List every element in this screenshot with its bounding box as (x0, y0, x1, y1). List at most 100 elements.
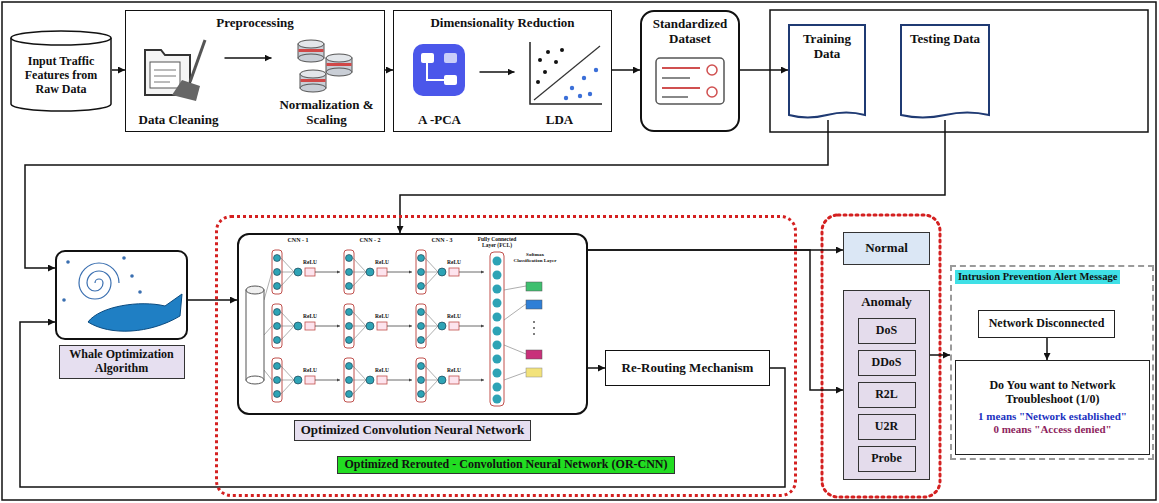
cnn-figure (493, 383, 502, 392)
lda-scatter (534, 46, 600, 100)
cnn-figure (504, 304, 526, 320)
whale-figure (79, 263, 119, 299)
node-label: DoS (876, 324, 897, 338)
lda-scatter (530, 42, 602, 104)
folder-broom-icon (150, 62, 180, 88)
lda-scatter (538, 58, 542, 62)
node-label: Testing Data (910, 32, 980, 47)
layer-label: ReLU (372, 367, 392, 373)
node-label: Input Traffic Features from Raw Data (16, 55, 106, 96)
layer-label: CNN - 2 (354, 237, 386, 244)
flow-arrow (930, 354, 950, 356)
cnn-figure (504, 372, 526, 380)
flow-arrow (225, 57, 272, 59)
layer-label: ReLU (444, 367, 464, 373)
node-label: U2R (875, 420, 898, 434)
cnn-figure (264, 326, 272, 335)
node-label: Standardized Dataset (646, 17, 734, 47)
cnn-figure (264, 370, 272, 380)
pca-icon (444, 53, 457, 63)
cnn-figure (493, 341, 502, 350)
label-holder: ReLU (300, 367, 320, 373)
layer-label: CNN - 3 (426, 237, 458, 244)
cnn-figure (416, 250, 484, 294)
flow-arrow (112, 69, 125, 71)
document-outline (789, 25, 865, 118)
lda-scatter (578, 94, 582, 98)
dataset-icon (707, 87, 717, 97)
optimizer-box: Whale Optimization Algorithm (55, 250, 188, 381)
layer-label: ReLU (300, 367, 320, 373)
flow-arrow (588, 367, 605, 369)
flow-arrow (612, 69, 640, 71)
node-label: Optimized Rerouted - Convolution Neural … (337, 456, 674, 474)
data-store: Input Traffic Features from Raw Data (10, 30, 112, 112)
model-box: Optimized Convolution Neural Network (237, 233, 588, 442)
class-box: R2L (858, 382, 916, 408)
label-holder: Softmax Classification Layer (512, 252, 558, 263)
node-label: Anomaly (861, 295, 912, 310)
node-label: DDoS (871, 356, 901, 370)
flow-arrow (188, 299, 237, 301)
lda-scatter (588, 92, 592, 96)
node-label: Re-Routing Mechanism (622, 361, 754, 376)
cnn-figure (526, 350, 542, 359)
icon-step: Data Cleaning (133, 30, 225, 130)
cnn-figure (533, 321, 535, 323)
alert-box: Do You want to Network Troubleshoot (1/0… (955, 360, 1150, 455)
node-label: 1 means "Network established" (978, 410, 1127, 423)
document-outline (901, 25, 989, 118)
folder-broom-icon (145, 40, 205, 101)
node-label: Normalization & Scaling (272, 98, 382, 128)
alert-box: Network Disconnected (978, 310, 1115, 338)
whale-figure (62, 256, 182, 331)
database-stack (326, 54, 352, 76)
whale-figure (130, 274, 134, 278)
label-holder: ReLU (372, 313, 392, 319)
cnn-figure (493, 313, 502, 322)
flow-arrow (25, 120, 828, 268)
lda-scatter (543, 70, 547, 74)
node-label: Intrusion Prevention Alert Message (955, 270, 1120, 284)
output-region (822, 215, 940, 497)
cnn-figure (264, 272, 272, 300)
label-holder: ReLU (444, 259, 464, 265)
lda-scatter (582, 76, 586, 80)
cnn-figure (493, 327, 502, 336)
cnn-figure (246, 286, 264, 294)
lda-scatter (530, 42, 602, 104)
node-label: Data Cleaning (139, 113, 219, 128)
stage-box: Data CleaningNormalization & ScalingPrep… (125, 10, 385, 132)
label-holder: CNN - 1 (282, 237, 314, 244)
node-label: LDA (546, 113, 573, 128)
node-label: A -PCA (418, 113, 461, 128)
label-holder: Fully Connected Layer (FCL) (474, 236, 520, 248)
icon-step: Normalization & Scaling (272, 40, 382, 130)
lda-scatter (560, 48, 564, 52)
cnn-figure (246, 290, 264, 380)
cnn-figure (493, 369, 502, 378)
whale-figure (62, 298, 66, 302)
flow-arrow (20, 322, 785, 487)
class-group: DoS DDoS R2L U2R Probe Anomaly (843, 290, 930, 480)
stage-box: A -PCALDADimensionality Reduction (393, 10, 612, 132)
label-holder: CNN - 2 (354, 237, 386, 244)
class-box: Probe (858, 446, 916, 472)
node-label: Training Data (792, 32, 862, 62)
cnn-figure (526, 282, 542, 291)
layer-label: CNN - 1 (282, 237, 314, 244)
cnn-figure (493, 285, 502, 294)
cnn-figure (533, 333, 535, 335)
layer-label: ReLU (372, 313, 392, 319)
label-holder: ReLU (444, 367, 464, 373)
label-holder: ReLU (372, 367, 392, 373)
data-document: Training Data (788, 24, 866, 120)
label-holder: CNN - 3 (426, 237, 458, 244)
cnn-figure (493, 271, 502, 280)
cnn-figure (272, 304, 340, 348)
cnn-figure (344, 358, 412, 402)
lda-scatter (594, 68, 598, 72)
class-box: U2R (858, 414, 916, 440)
